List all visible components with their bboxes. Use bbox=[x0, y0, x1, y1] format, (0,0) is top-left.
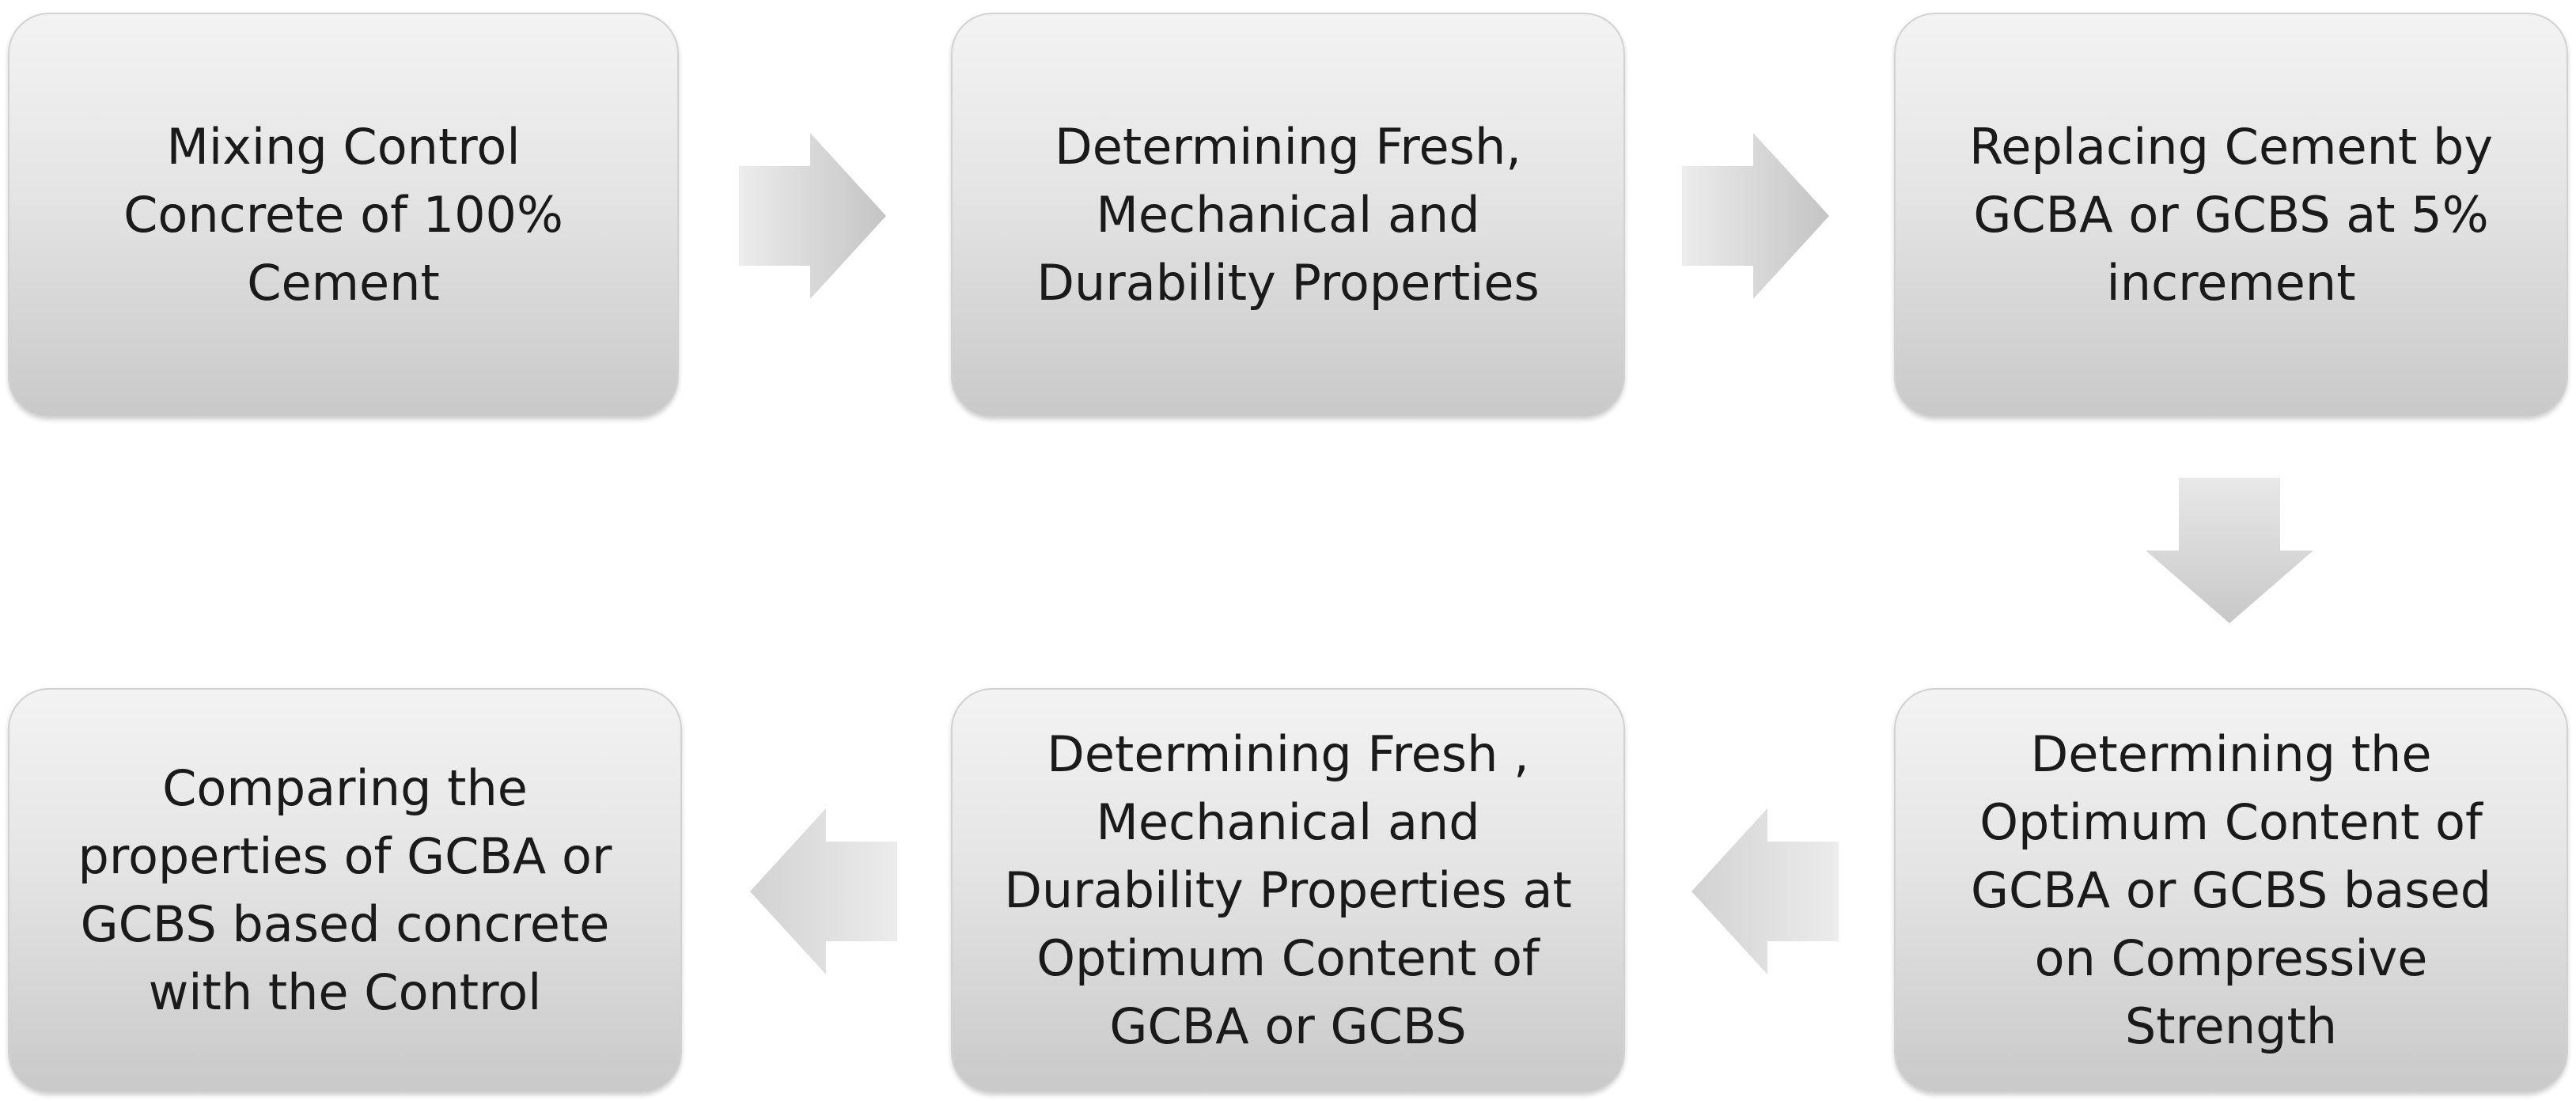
step-text-4: Determining the Optimum Content of GCBA … bbox=[1970, 725, 2492, 1055]
step-box-4: Determining the Optimum Content of GCBA … bbox=[1894, 688, 2568, 1093]
step-box-2: Determining Fresh, Mechanical and Durabi… bbox=[951, 13, 1625, 418]
arrow-right-icon bbox=[739, 133, 886, 299]
arrow-left-icon bbox=[1691, 808, 1839, 974]
step-box-3: Replacing Cement by GCBA or GCBS at 5% i… bbox=[1894, 13, 2568, 418]
arrow-down-icon bbox=[2146, 478, 2313, 623]
step-text-3: Replacing Cement by GCBA or GCBS at 5% i… bbox=[1968, 118, 2494, 312]
step-text-1: Mixing Control Concrete of 100% Cement bbox=[123, 118, 563, 312]
step-box-6: Comparing the properties of GCBA or GCBS… bbox=[8, 688, 682, 1093]
arrow-right-icon bbox=[1682, 133, 1829, 299]
step-box-1: Mixing Control Concrete of 100% Cement bbox=[8, 13, 679, 418]
step-box-5: Determining Fresh , Mechanical and Durab… bbox=[951, 688, 1625, 1093]
step-text-5: Determining Fresh , Mechanical and Durab… bbox=[1004, 725, 1572, 1055]
step-text-6: Comparing the properties of GCBA or GCBS… bbox=[78, 759, 612, 1021]
arrow-left-icon bbox=[750, 808, 897, 974]
step-text-2: Determining Fresh, Mechanical and Durabi… bbox=[1036, 118, 1540, 312]
